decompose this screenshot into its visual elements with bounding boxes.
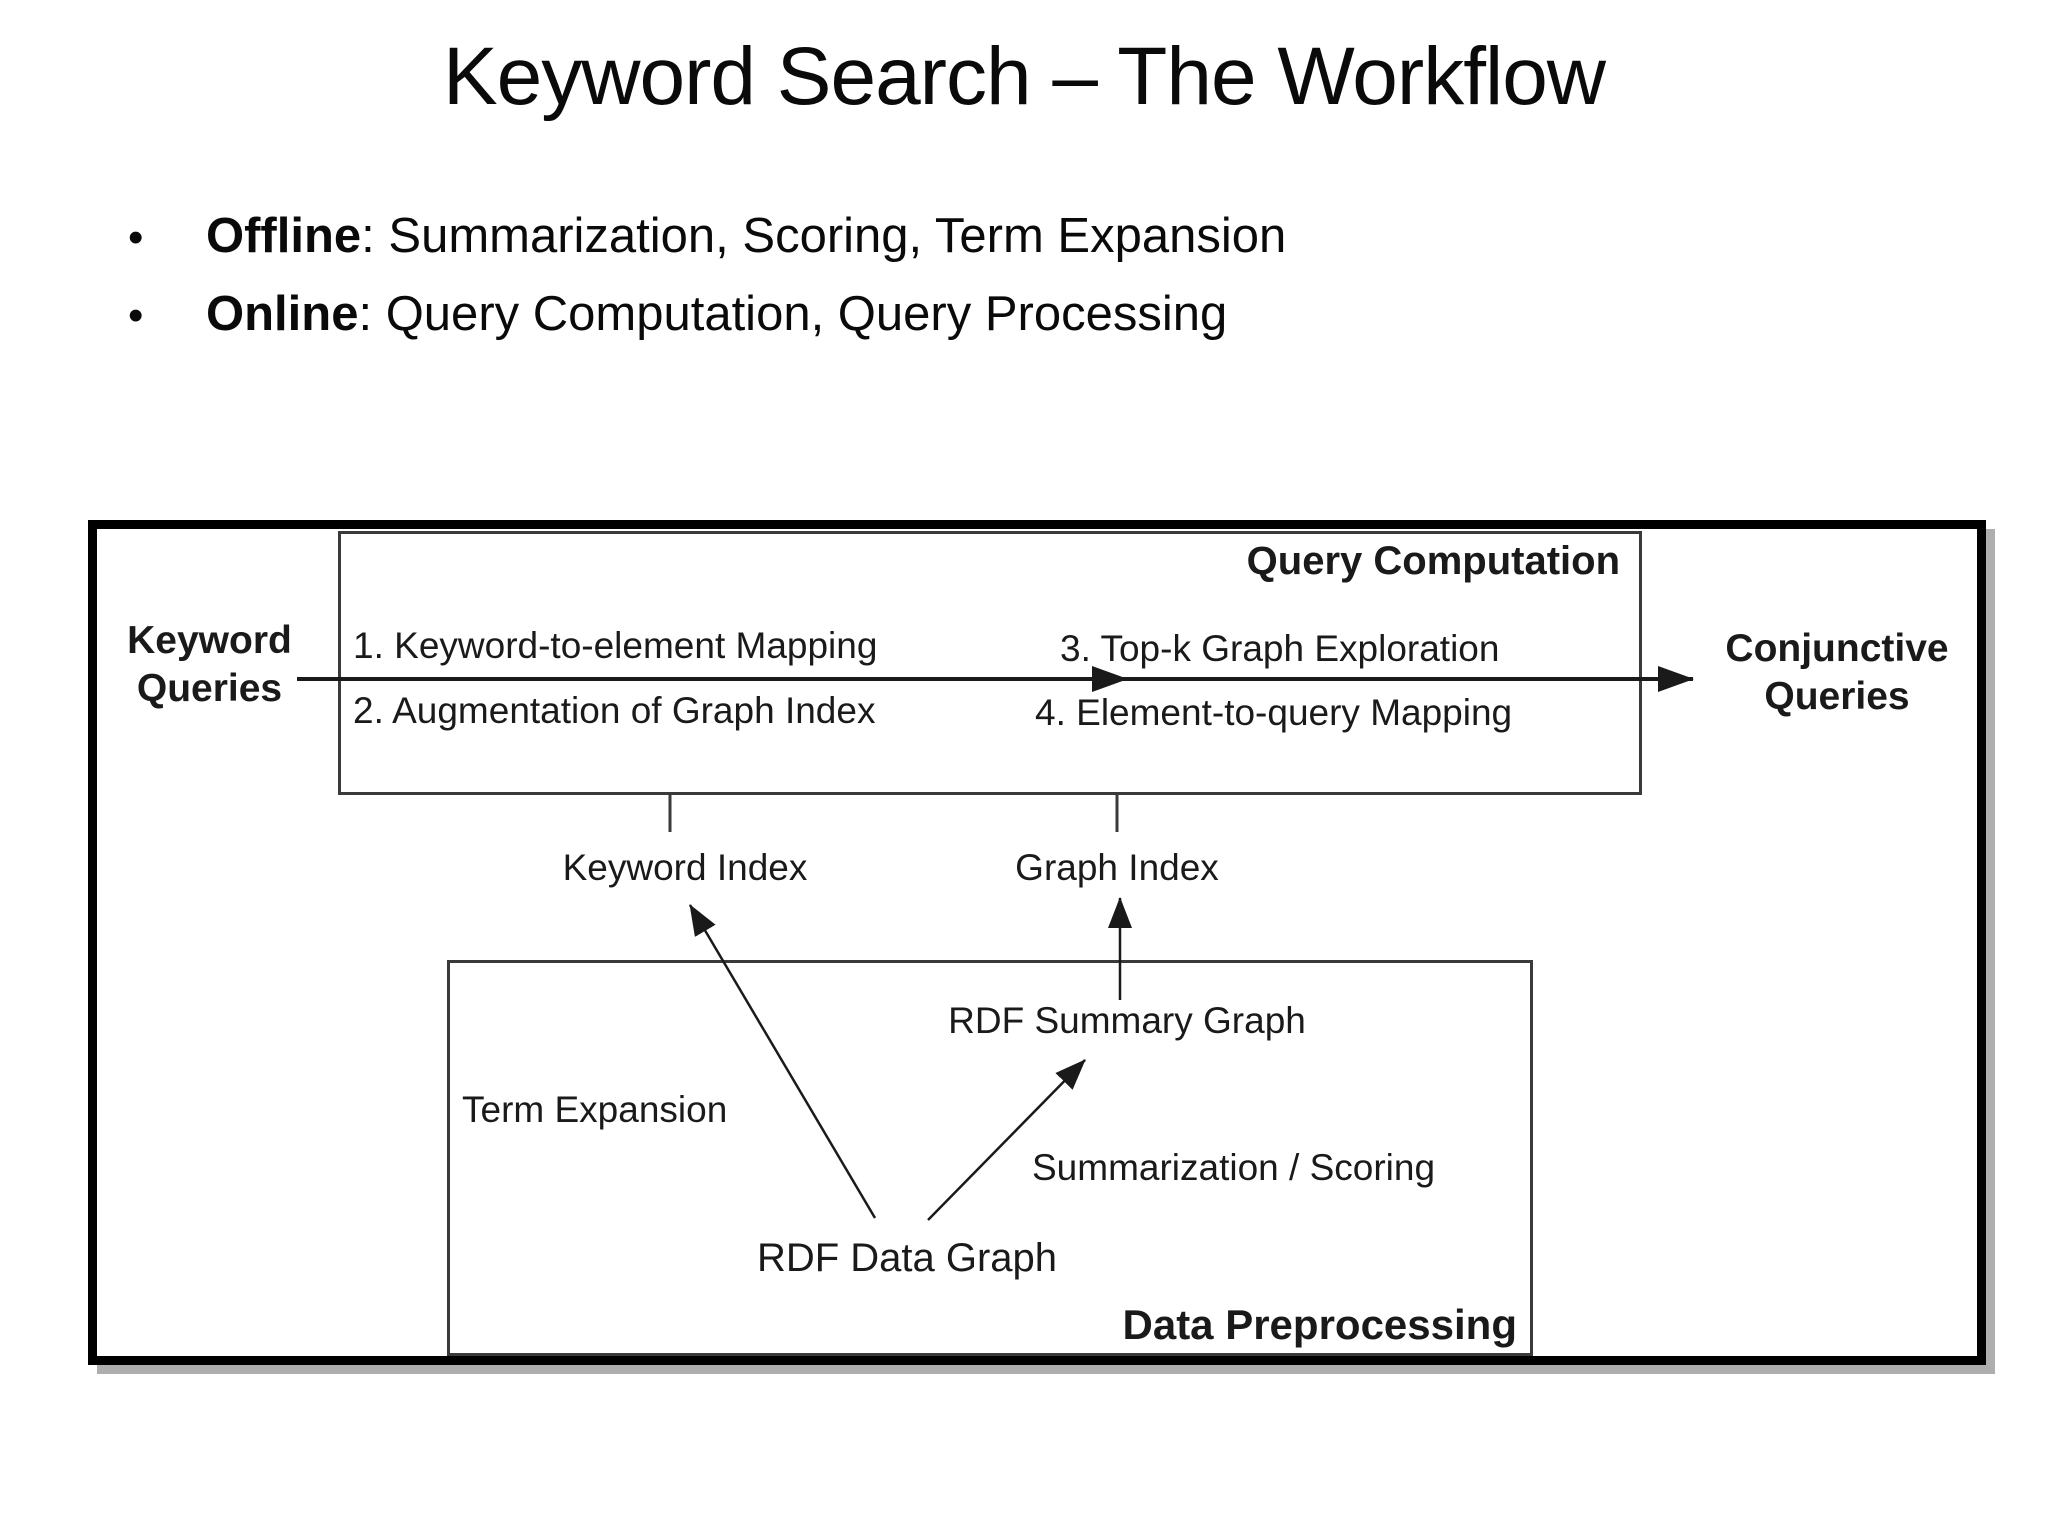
term-expansion-label: Term Expansion (462, 1089, 728, 1130)
data-preprocessing-title: Data Preprocessing (1122, 1301, 1518, 1348)
arrow-rdf-data-to-summary-graph (927, 1059, 1086, 1221)
arrow-rdf-data-to-keyword-index (688, 904, 877, 1219)
bullet-item-online: • Online: Query Computation, Query Proces… (128, 276, 1286, 354)
query-computation-box (338, 531, 1642, 795)
workflow-diagram: Keyword Queries Conjunctive Queries Quer… (88, 520, 1986, 1365)
bullet-text: : Query Computation, Query Processing (358, 287, 1228, 341)
data-preprocessing-box (447, 960, 1533, 1356)
diagram-connectors (297, 666, 1694, 1221)
graph-index-label: Graph Index (1015, 847, 1219, 888)
rdf-data-graph-label: RDF Data Graph (756, 1236, 1058, 1280)
page-title: Keyword Search – The Workflow (442, 31, 1606, 122)
bullet-item-offline: • Offline: Summarization, Scoring, Term E… (128, 198, 1286, 276)
bullet-icon: • (128, 291, 144, 340)
bullet-icon: • (128, 213, 144, 262)
bullet-list: • Offline: Summarization, Scoring, Term E… (128, 198, 1286, 354)
conjunctive-queries-label: Conjunctive Queries (1725, 627, 1949, 718)
query-computation-title: Query Computation (1246, 539, 1620, 583)
bullet-term: Offline (206, 209, 362, 263)
step-top-k-graph-exploration: 3. Top-k Graph Exploration (1060, 628, 1500, 669)
bullet-term: Online (206, 287, 359, 341)
step-element-to-query-mapping: 4. Element-to-query Mapping (1035, 692, 1513, 733)
step-augmentation-of-graph-index: 2. Augmentation of Graph Index (353, 690, 876, 731)
keyword-queries-label: Keyword Queries (127, 619, 292, 710)
bullet-text: : Summarization, Scoring, Term Expansion (361, 209, 1287, 263)
step-keyword-to-element-mapping: 1. Keyword-to-element Mapping (353, 625, 878, 666)
summarization-scoring-label: Summarization / Scoring (1032, 1147, 1436, 1188)
rdf-summary-graph-label: RDF Summary Graph (948, 1000, 1306, 1041)
keyword-index-label: Keyword Index (562, 847, 808, 888)
